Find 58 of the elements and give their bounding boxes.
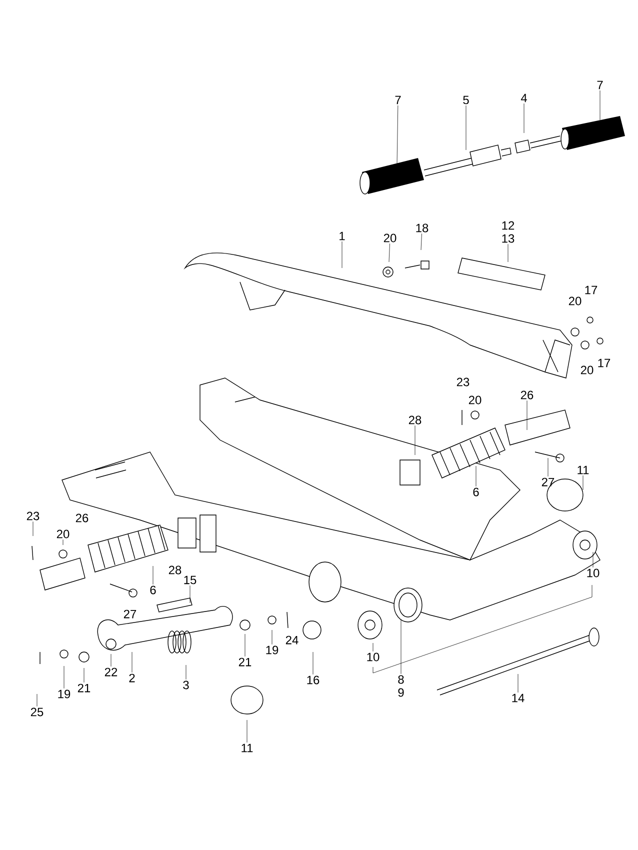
callout-number: 24 <box>286 636 298 644</box>
callout-number: 25 <box>30 708 44 716</box>
leader-line <box>388 243 390 262</box>
leader-line <box>110 654 112 667</box>
callout-number: 8 9 <box>398 675 404 697</box>
leader-line <box>62 539 64 546</box>
callout-number: 21 <box>78 684 90 692</box>
leader-line <box>32 521 34 536</box>
callout-number: 11 <box>242 744 253 752</box>
callout-number: 19 <box>58 690 70 698</box>
leader-line <box>312 652 314 675</box>
callout-number: 7 <box>597 80 603 90</box>
leader-line <box>244 634 246 657</box>
leader-line <box>592 552 594 568</box>
leader-line <box>526 400 528 430</box>
callout-number: 20 <box>56 530 70 538</box>
callout-number: 23 <box>456 378 470 386</box>
callout-number: 18 <box>416 224 428 232</box>
callout-number: 27 <box>542 478 554 486</box>
callout-number: 3 <box>183 680 189 690</box>
leader-line <box>420 233 422 250</box>
callout-number: 21 <box>238 658 252 666</box>
callout-number: 6 <box>473 488 479 496</box>
callout-number: 28 <box>168 566 182 574</box>
leader-line <box>246 720 248 743</box>
callout-number: 16 <box>307 676 320 684</box>
callout-number: 28 <box>408 416 422 424</box>
callout-number: 20 <box>568 296 582 306</box>
callout-number: 20 <box>580 366 594 374</box>
callout-number: 12 13 <box>502 221 514 243</box>
leader-line <box>400 620 402 674</box>
callout-number: 20 <box>468 396 482 404</box>
callout-number: 26 <box>76 514 88 522</box>
callout-number: 26 <box>520 390 534 400</box>
callout-number: 23 <box>26 512 40 520</box>
callout-number: 11 <box>578 466 589 474</box>
leader-line <box>414 425 416 456</box>
callout-number: 27 <box>124 610 136 618</box>
callout-number: 6 <box>150 586 156 594</box>
leader-line <box>372 642 374 652</box>
callout-number: 4 <box>520 94 527 102</box>
callout-number: 2 <box>129 674 135 682</box>
callout-number: 22 <box>104 668 118 676</box>
callout-number: 20 <box>384 234 396 242</box>
callout-number: 10 <box>587 568 600 578</box>
callout-number: 17 <box>598 358 610 368</box>
leader-line <box>152 566 154 585</box>
callout-number: 7 <box>395 96 401 104</box>
leader-line <box>582 475 584 490</box>
callout-number: 19 <box>266 646 278 654</box>
callout-number: 15 <box>184 576 196 584</box>
callout-number: 14 <box>512 694 524 702</box>
callout-number: 5 <box>463 96 469 104</box>
callout-number: 17 <box>585 286 598 294</box>
callout-number: 1 <box>340 232 345 240</box>
leader-line <box>396 105 398 166</box>
callout-number: 10 <box>367 652 380 662</box>
leader-line <box>36 694 38 707</box>
